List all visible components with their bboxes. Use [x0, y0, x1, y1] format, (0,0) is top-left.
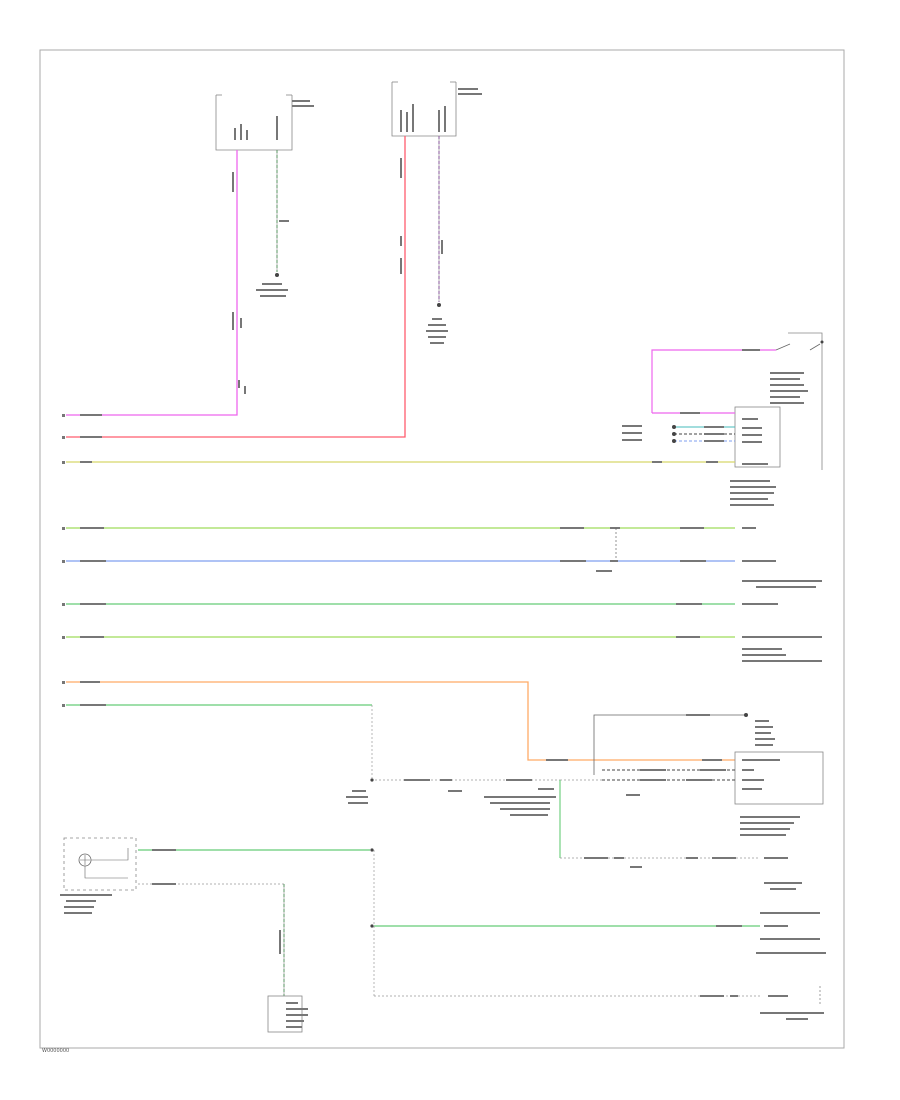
diagram-border: [39, 49, 845, 1049]
orange-wire: [66, 681, 735, 761]
lower-dashed-wire: [373, 850, 824, 1020]
top-middle-module: [391, 81, 482, 137]
top-left-module: [215, 94, 314, 151]
green-wire-2: [66, 603, 778, 605]
right-upper-component: [622, 332, 824, 506]
red-wire: [66, 136, 406, 438]
ground-wire-top-left: [256, 150, 289, 297]
light-green-wire-1: [66, 527, 756, 561]
mid-green-wire: [559, 780, 802, 890]
left-terminals: [62, 414, 65, 707]
sensor-wire-top-middle: [426, 136, 448, 344]
yellow-wire: [66, 461, 735, 463]
green-wire-4: [66, 704, 560, 816]
lower-left-component: [60, 837, 374, 1033]
blue-wire: [66, 560, 822, 588]
pink-wire-upper: [66, 150, 246, 416]
figure-code: W0000000: [42, 1048, 69, 1054]
green-wire-5: [370, 912, 826, 954]
right-lower-connector: [560, 713, 824, 836]
light-green-wire-3: [66, 636, 822, 662]
